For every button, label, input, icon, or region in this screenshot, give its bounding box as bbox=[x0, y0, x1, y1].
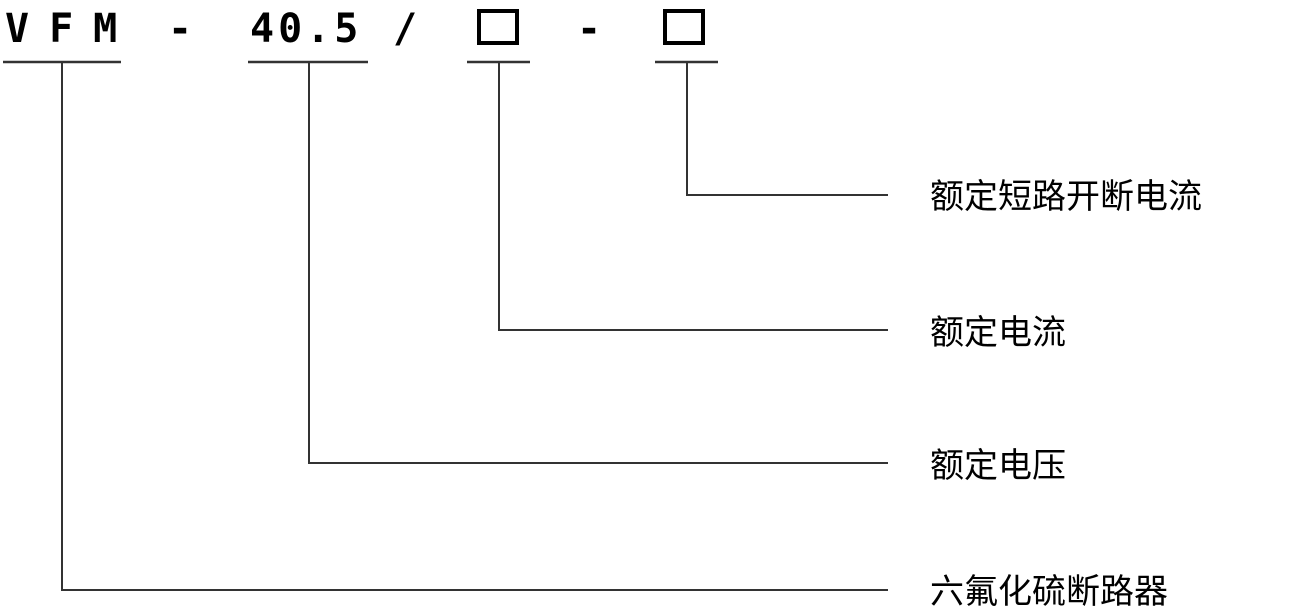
label-breaker-type: 六氟化硫断路器 bbox=[930, 572, 1168, 612]
breaking-placeholder-box bbox=[663, 9, 705, 45]
leader-rated-voltage bbox=[308, 62, 888, 464]
description-labels: 额定短路开断电流 额定电流 额定电压 六氟化硫断路器 bbox=[930, 177, 1202, 612]
code-prefix: VFM bbox=[5, 6, 137, 52]
label-rated-voltage: 额定电压 bbox=[930, 446, 1066, 486]
model-code: VFM - 40.5 / - bbox=[5, 6, 705, 52]
label-breaking-current: 额定短路开断电流 bbox=[930, 177, 1202, 217]
leader-lines bbox=[61, 62, 888, 591]
leader-breaking-current bbox=[686, 62, 888, 196]
code-slash: / bbox=[393, 6, 417, 52]
current-placeholder-box bbox=[477, 9, 519, 45]
leader-breaker-type bbox=[61, 62, 888, 591]
code-voltage: 40.5 bbox=[250, 6, 362, 52]
label-rated-current: 额定电流 bbox=[930, 313, 1066, 353]
leader-rated-current bbox=[498, 62, 888, 331]
code-separator-1: - bbox=[168, 6, 192, 52]
code-separator-2: - bbox=[577, 6, 601, 52]
